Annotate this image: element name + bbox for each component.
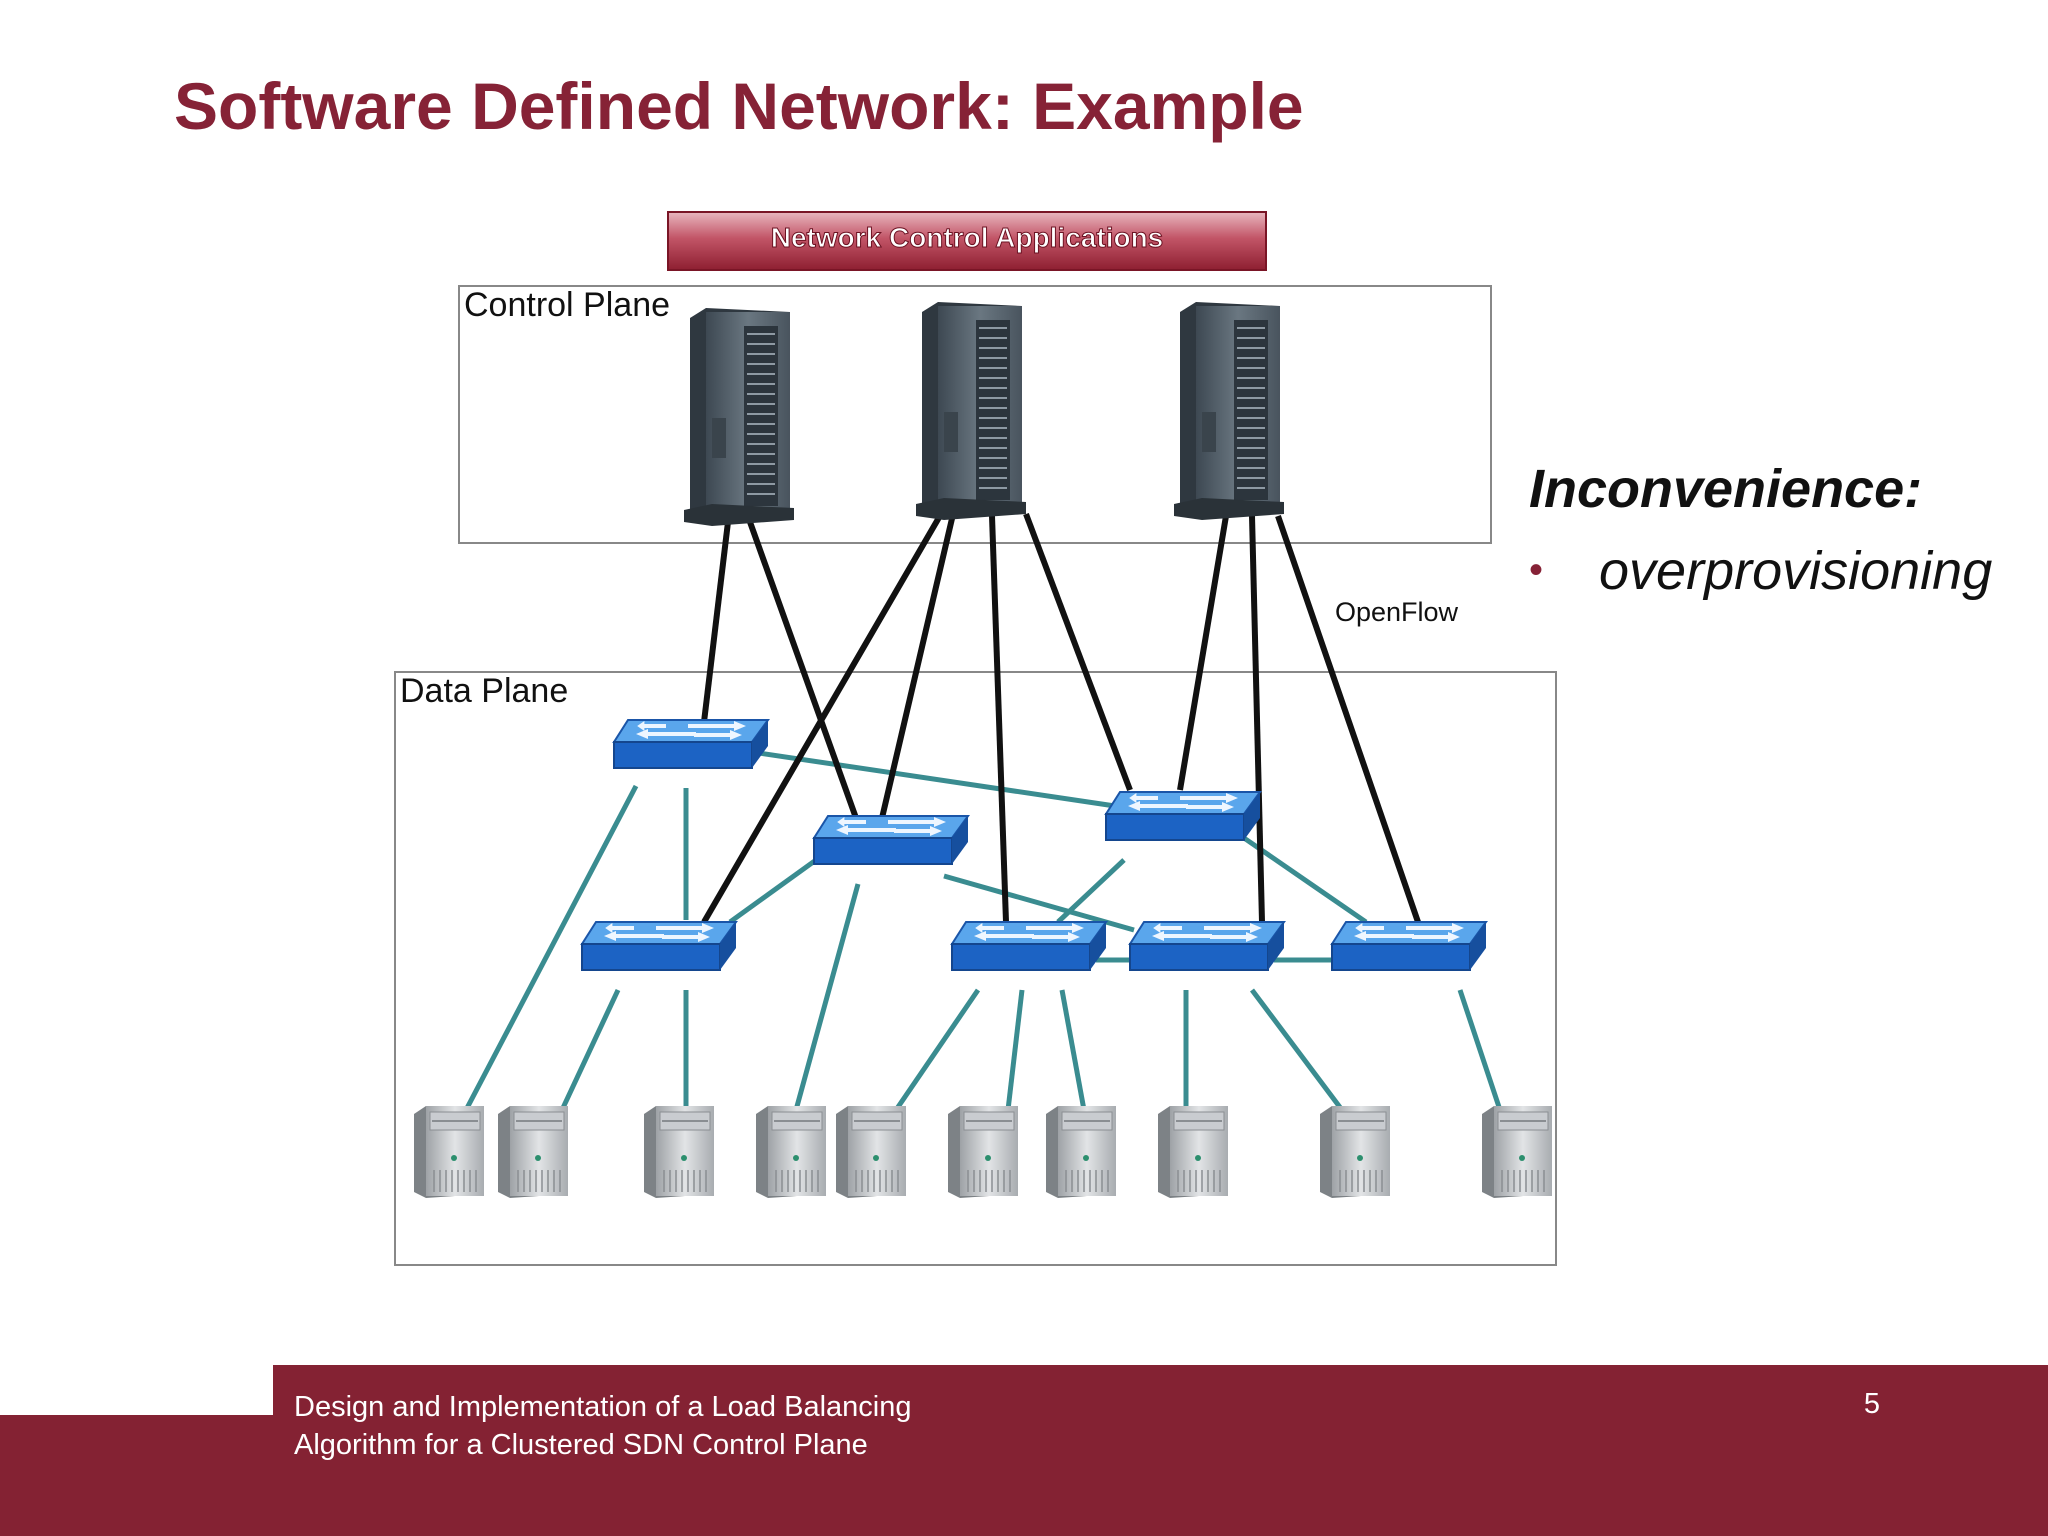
footer-line-1: Design and Implementation of a Load Bala… — [294, 1391, 912, 1423]
control-link — [701, 521, 731, 723]
host-server-icon — [1319, 1105, 1391, 1199]
controller-server-icon — [683, 307, 795, 527]
data-link — [463, 784, 639, 1112]
control-link — [1249, 515, 1265, 923]
data-link — [559, 988, 621, 1112]
host-server-icon — [1157, 1105, 1229, 1199]
host-server-icon — [835, 1105, 907, 1199]
host-server-icon — [947, 1105, 1019, 1199]
control-link — [989, 515, 1009, 923]
host-server-icon — [497, 1105, 569, 1199]
control-link — [879, 509, 957, 819]
data-plane-label: Data Plane — [400, 672, 568, 710]
host-server-icon — [1481, 1105, 1553, 1199]
page-number: 5 — [1863, 1388, 1880, 1420]
control-link — [1023, 512, 1133, 792]
data-link — [893, 988, 981, 1112]
controller-server-icon — [1173, 301, 1285, 521]
data-link — [728, 857, 818, 925]
switch-icon — [613, 719, 769, 769]
data-link — [1056, 858, 1126, 924]
control-link — [1275, 515, 1421, 923]
switch-icon — [1331, 921, 1487, 971]
openflow-label: OpenFlow — [1335, 597, 1459, 627]
host-server-icon — [643, 1105, 715, 1199]
control-plane-label: Control Plane — [464, 286, 670, 324]
inconvenience-item: • overprovisioning — [1529, 540, 1992, 602]
inconvenience-item-text: overprovisioning — [1599, 541, 1993, 601]
data-link — [1457, 989, 1503, 1111]
inconvenience-heading: Inconvenience: — [1529, 459, 1923, 519]
data-link — [793, 883, 861, 1111]
footer-band — [0, 1415, 2048, 1536]
switch-icon — [1105, 791, 1261, 841]
footer-line-2: Algorithm for a Clustered SDN Control Pl… — [294, 1429, 868, 1461]
data-link — [1005, 989, 1025, 1111]
switch-icon — [951, 921, 1107, 971]
host-server-icon — [1045, 1105, 1117, 1199]
data-link — [751, 749, 1116, 809]
control-link — [747, 520, 859, 820]
data-link — [1250, 988, 1344, 1112]
control-plane-box — [458, 285, 1492, 544]
network-control-applications-bar: Network Control Applications — [667, 211, 1267, 271]
slide-title: Software Defined Network: Example — [174, 69, 1304, 143]
data-link — [1059, 989, 1087, 1111]
footer-band-raised — [273, 1365, 2048, 1425]
data-links — [463, 749, 1503, 1112]
control-link — [1177, 515, 1229, 791]
bullet-icon: • — [1529, 548, 1544, 592]
openflow-links — [701, 500, 1421, 924]
switch-icon — [581, 921, 737, 971]
switch-icon — [1129, 921, 1285, 971]
data-plane-box — [394, 671, 1557, 1266]
apps-label: Network Control Applications — [771, 222, 1164, 253]
switch-icon — [813, 815, 969, 865]
host-server-icon — [755, 1105, 827, 1199]
data-link — [1242, 835, 1368, 925]
controller-server-icon — [915, 301, 1027, 521]
footer-subtitle: Design and Implementation of a Load Bala… — [294, 1388, 1194, 1464]
host-server-icon — [413, 1105, 485, 1199]
control-link — [701, 500, 951, 924]
